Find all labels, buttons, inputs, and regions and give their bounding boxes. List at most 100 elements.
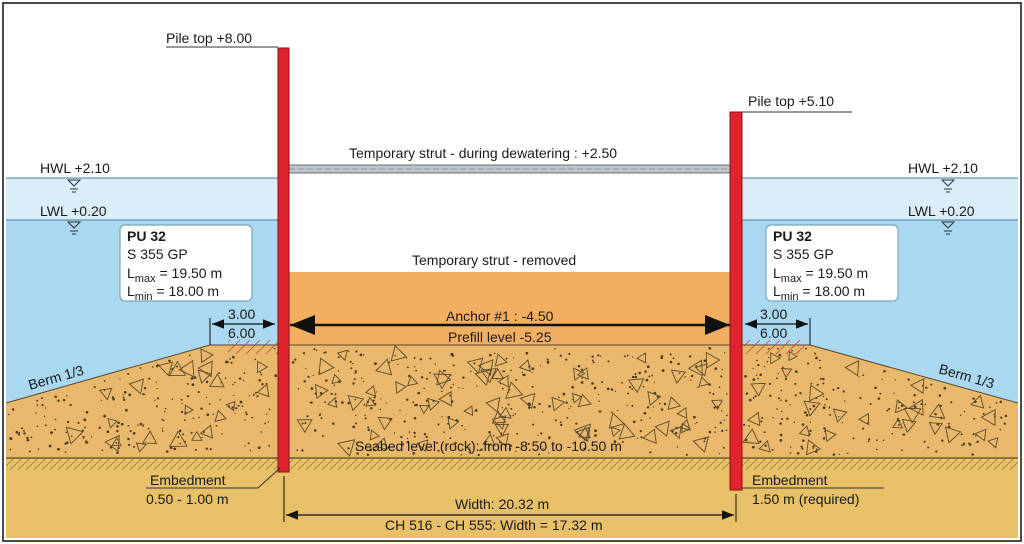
soil-dot	[374, 362, 377, 366]
soil-dot	[744, 374, 747, 378]
soil-dot	[594, 434, 597, 437]
soil-dot	[54, 418, 57, 421]
soil-aggregate	[142, 430, 158, 444]
soil-dot	[838, 453, 840, 455]
soil-aggregate	[692, 436, 710, 453]
soil-dot	[516, 432, 519, 435]
soil-dot	[361, 377, 363, 379]
soil-dot	[726, 414, 728, 417]
soil-dot	[756, 359, 758, 362]
hwl-symbol-left	[66, 179, 82, 193]
soil-aggregate	[551, 396, 566, 412]
soil-dot	[759, 373, 762, 376]
soil-dot	[71, 435, 73, 437]
soil-dot	[254, 391, 257, 394]
soil-dot	[999, 428, 1002, 431]
soil-dot	[205, 396, 208, 398]
soil-dot	[648, 375, 651, 378]
soil-dot	[623, 355, 626, 358]
soil-dot	[823, 427, 826, 430]
soil-dot	[804, 347, 807, 350]
soil-dot	[597, 393, 600, 396]
soil-dot	[183, 419, 186, 421]
soil-dot	[912, 401, 915, 404]
soil-dot	[508, 447, 511, 450]
soil-dot	[757, 377, 760, 380]
soil-dot	[103, 389, 106, 392]
embedment-right-value: 1.50 m (required)	[752, 491, 859, 507]
soil-aggregate	[750, 382, 766, 397]
soil-dot	[593, 386, 597, 390]
soil-dot	[310, 387, 314, 390]
soil-aggregate	[157, 361, 174, 377]
soil-dot	[44, 424, 47, 427]
soil-aggregate	[809, 384, 825, 402]
soil-dot	[353, 378, 356, 381]
soil-dot	[939, 404, 942, 407]
soil-dot	[846, 452, 849, 454]
soil-dot	[461, 424, 463, 427]
pile-info-right-lmin: Lmin = 18.00 m	[773, 283, 865, 303]
soil-aggregate	[390, 344, 408, 362]
soil-dot	[303, 380, 306, 383]
soil-dot	[752, 445, 755, 449]
soil-dot	[235, 407, 238, 410]
soil-dot	[646, 406, 650, 409]
soil-dot	[822, 406, 826, 410]
soil-dot	[248, 395, 251, 397]
soil-dot	[119, 378, 121, 380]
soil-dot	[1000, 416, 1003, 419]
soil-dot	[690, 374, 694, 378]
soil-dot	[527, 406, 531, 409]
soil-dot	[84, 426, 86, 429]
soil-dot	[260, 431, 263, 433]
soil-dot	[435, 441, 438, 444]
soil-dot	[779, 439, 783, 442]
soil-dot	[781, 418, 783, 420]
soil-dot	[85, 440, 88, 443]
soil-dot	[397, 363, 399, 366]
soil-dot	[761, 416, 764, 420]
soil-dot	[891, 432, 894, 435]
pile-info-left-steel: S 355 GP	[127, 246, 188, 262]
soil-dot	[17, 433, 21, 436]
soil-dot	[684, 376, 686, 378]
soil-dot	[330, 392, 333, 396]
soil-dot	[354, 398, 357, 401]
soil-dot	[256, 395, 259, 398]
soil-dot	[652, 406, 655, 408]
soil-dot	[901, 449, 903, 452]
soil-dot	[581, 377, 583, 379]
soil-dot	[838, 415, 840, 418]
soil-dot	[464, 428, 466, 430]
soil-dot	[642, 385, 645, 388]
soil-dot	[231, 406, 234, 409]
soil-dot	[570, 405, 572, 408]
soil-dot	[458, 387, 460, 389]
soil-dot	[452, 383, 455, 386]
soil-dot	[815, 356, 818, 360]
soil-dot	[251, 416, 254, 419]
soil-dot	[976, 440, 980, 443]
soil-dot	[651, 374, 654, 377]
soil-dot	[469, 370, 472, 373]
soil-aggregate	[858, 412, 870, 426]
soil-dot	[708, 346, 712, 350]
soil-dot	[718, 453, 721, 455]
soil-dot	[54, 428, 56, 431]
soil-dot	[408, 376, 410, 378]
soil-dot	[507, 403, 510, 406]
soil-dot	[341, 401, 344, 404]
soil-dot	[663, 402, 667, 406]
soil-dot	[200, 407, 203, 411]
soil-dot	[115, 442, 118, 444]
pile-info-right-type: PU 32	[773, 228, 812, 244]
soil-dot	[403, 420, 406, 423]
soil-dot	[1004, 414, 1008, 418]
soil-dot	[201, 436, 203, 439]
soil-dot	[548, 436, 551, 439]
soil-dot	[769, 394, 772, 397]
soil-dot	[408, 431, 411, 433]
soil-dot	[982, 412, 985, 415]
soil-aggregate	[436, 369, 452, 386]
